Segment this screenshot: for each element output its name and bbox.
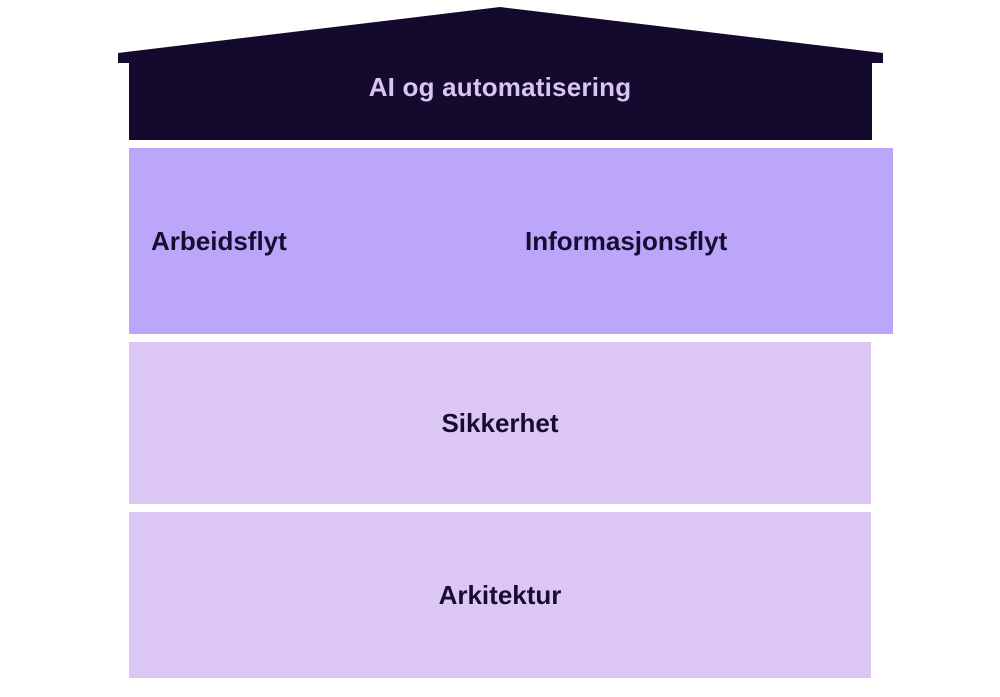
room-informasjonsflyt-label: Informasjonsflyt [525,225,728,256]
room-arbeidsflyt: Arbeidsflyt [129,148,519,334]
room-arkitektur-label: Arkitektur [438,579,562,610]
room-sikkerhet-label: Sikkerhet [441,407,559,438]
room-informasjonsflyt: Informasjonsflyt [503,148,893,334]
room-arkitektur: Arkitektur [129,512,871,678]
roof-label: AI og automatisering [368,72,632,102]
room-sikkerhet: Sikkerhet [129,342,871,504]
room-arbeidsflyt-label: Arbeidsflyt [151,225,287,256]
